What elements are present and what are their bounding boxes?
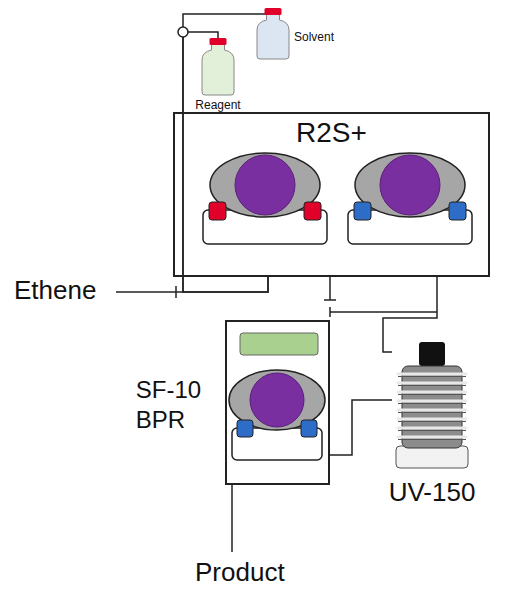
- reservoir-bottle: Reagent: [201, 38, 235, 96]
- instrument-box: R2S+: [173, 112, 490, 277]
- node-label: SF-10 BPR: [136, 375, 215, 435]
- tubing-connector: [183, 32, 268, 292]
- valve: [178, 27, 188, 37]
- photoreactor: UV-150: [392, 342, 472, 470]
- node-label: Reagent: [195, 99, 240, 113]
- stream-label: Ethene: [14, 276, 96, 306]
- bpr-head: [229, 333, 325, 460]
- tubing: [116, 277, 437, 552]
- instrument-box: SF-10 BPR: [225, 320, 330, 485]
- bottle-outline: [201, 38, 235, 96]
- pump-head: [348, 153, 472, 244]
- node-label: R2S+: [296, 117, 367, 149]
- node-label: Solvent: [294, 31, 334, 45]
- stream-label: Product: [195, 558, 285, 588]
- reservoir-bottle: Solvent: [256, 8, 290, 60]
- node-label: UV-150: [389, 478, 476, 508]
- tubing-connector: [330, 400, 392, 455]
- pump-head: [203, 153, 327, 244]
- tubing-connector: [383, 277, 437, 352]
- photoreactor-outline: [392, 342, 472, 470]
- bottle-outline: [256, 8, 290, 60]
